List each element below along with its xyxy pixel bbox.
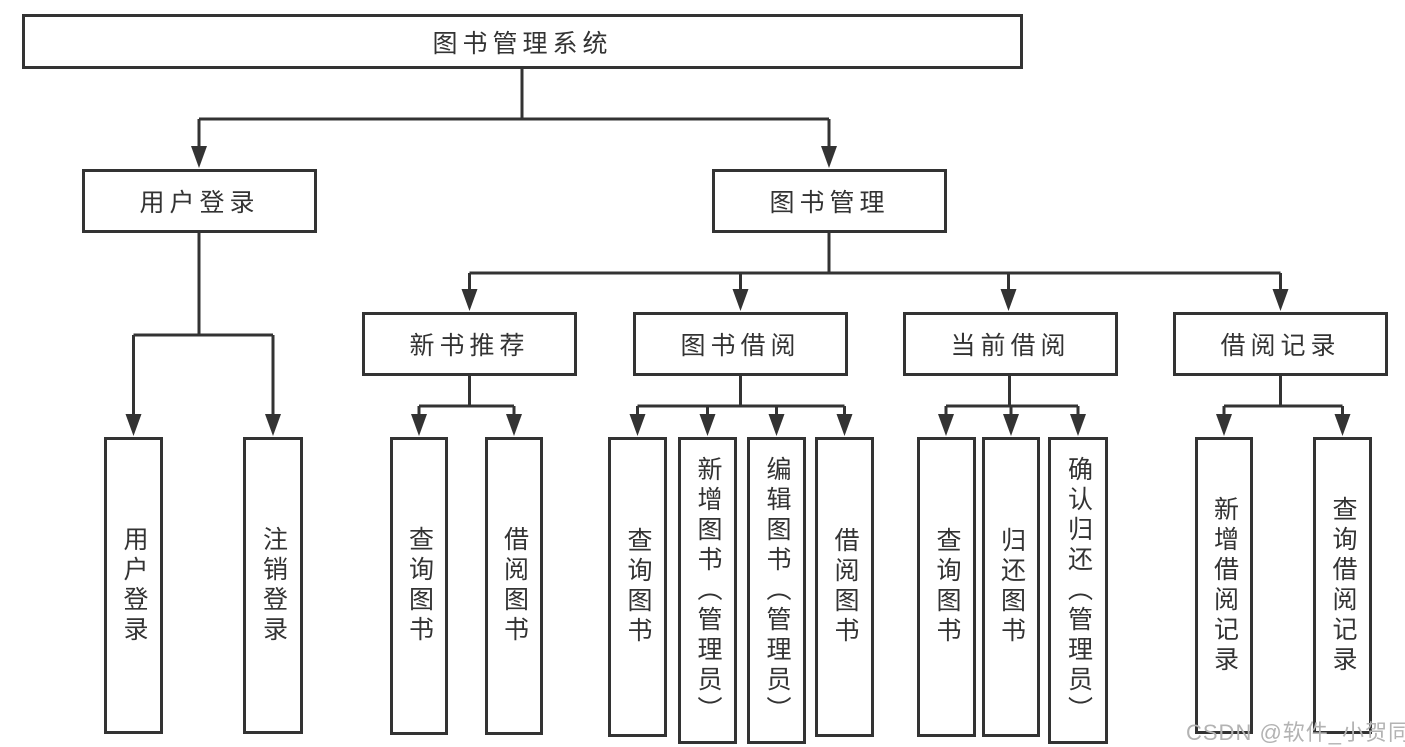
node-book-borrowing: 图书借阅 xyxy=(633,312,848,376)
leaf-label: 确认归还（管理员） xyxy=(1064,455,1093,726)
leaf-label: 新增借阅记录 xyxy=(1210,495,1239,676)
node-leaf-logout: 注销登录 xyxy=(243,437,303,734)
leaf-label: 借阅图书 xyxy=(500,526,529,646)
leaf-label: 查询借阅记录 xyxy=(1329,495,1357,676)
leaf-label: 用户登录 xyxy=(120,525,148,646)
node-cb-confirm-return-admin: 确认归还（管理员） xyxy=(1048,437,1108,744)
node-borrow-records: 借阅记录 xyxy=(1173,312,1388,376)
node-user-login: 用户登录 xyxy=(82,169,317,233)
leaf-label: 注销登录 xyxy=(259,525,288,646)
node-bb-query-book: 查询图书 xyxy=(608,437,667,737)
node-root: 图书管理系统 xyxy=(22,14,1023,69)
node-rec-borrow-book: 借阅图书 xyxy=(485,437,543,735)
leaf-label: 归还图书 xyxy=(997,527,1026,647)
node-br-query-record: 查询借阅记录 xyxy=(1313,437,1372,734)
csdn-watermark: CSDN @软件_小贺同学 xyxy=(1186,720,1405,745)
leaf-label: 查询图书 xyxy=(624,527,652,647)
leaf-label: 新增图书（管理员） xyxy=(694,455,722,726)
leaf-label: 借阅图书 xyxy=(831,527,859,647)
node-new-book-recommend: 新书推荐 xyxy=(362,312,577,376)
arrowheads xyxy=(125,146,1351,436)
node-book-management: 图书管理 xyxy=(712,169,947,233)
node-br-add-record: 新增借阅记录 xyxy=(1195,437,1253,734)
node-bb-add-book-admin: 新增图书（管理员） xyxy=(678,437,737,744)
leaf-label: 编辑图书（管理员） xyxy=(763,455,791,726)
node-rec-query-book: 查询图书 xyxy=(390,437,448,735)
node-bb-borrow-book: 借阅图书 xyxy=(815,437,874,737)
leaf-label: 查询图书 xyxy=(405,526,434,646)
node-cb-return-book: 归还图书 xyxy=(982,437,1040,737)
leaf-label: 查询图书 xyxy=(933,527,961,647)
node-leaf-user-login: 用户登录 xyxy=(104,437,163,734)
node-current-borrowing: 当前借阅 xyxy=(903,312,1118,376)
node-cb-query-book: 查询图书 xyxy=(917,437,976,737)
node-bb-edit-book-admin: 编辑图书（管理员） xyxy=(747,437,806,744)
